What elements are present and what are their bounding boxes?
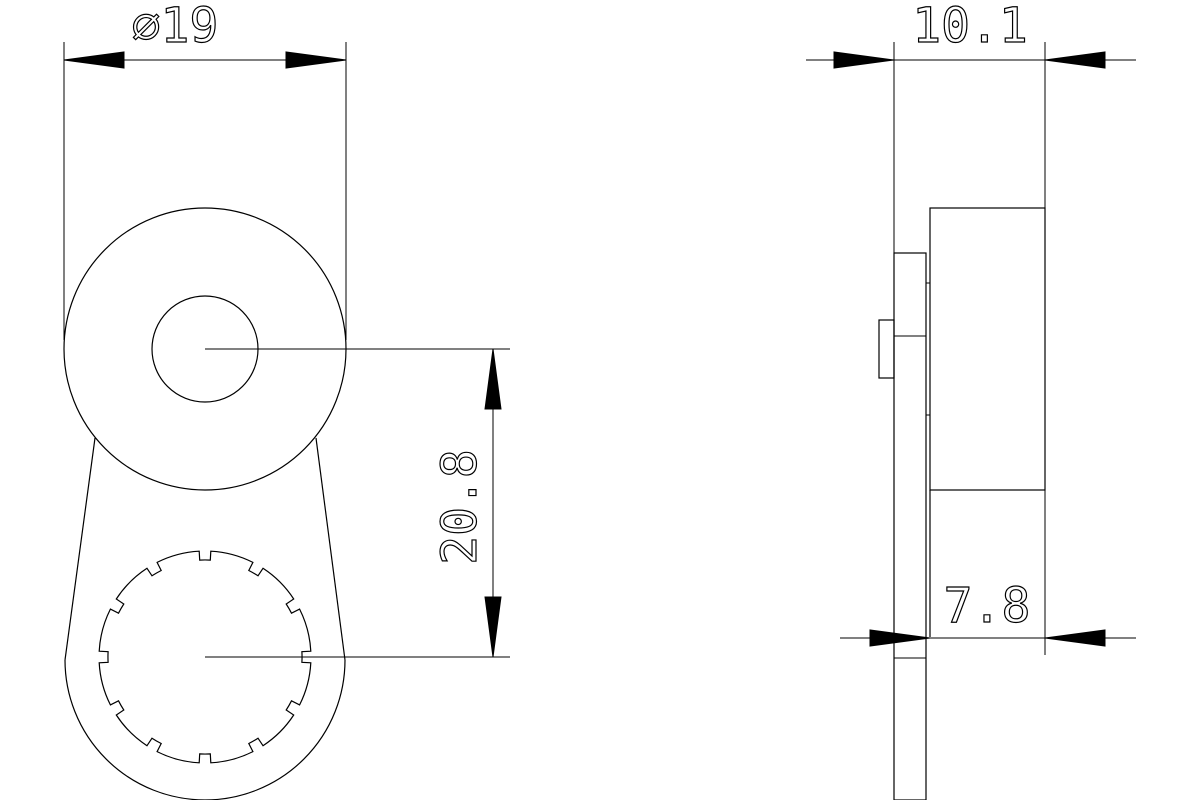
diameter-dimension: ∅19 xyxy=(63,0,347,340)
total-thickness-label: 10.1 xyxy=(912,0,1028,54)
body-thickness-dimension: 7.8 xyxy=(840,490,1136,655)
center-distance-dimension: 20.8 xyxy=(431,348,502,658)
arm-bottom-arc xyxy=(64,659,346,800)
arrowhead xyxy=(285,51,347,69)
total-thickness-dimension: 10.1 xyxy=(806,0,1136,253)
plate-outline xyxy=(893,252,927,800)
hub-body xyxy=(929,207,1046,491)
arrowhead xyxy=(1044,51,1106,69)
boss xyxy=(878,319,895,379)
body-thickness-label: 7.8 xyxy=(944,578,1031,634)
side-view xyxy=(878,207,1046,800)
arrowhead xyxy=(63,51,125,69)
center-distance-label: 20.8 xyxy=(432,449,488,565)
arm-left-edge xyxy=(64,437,96,661)
arm-right-edge xyxy=(315,437,346,661)
diameter-label: ∅19 xyxy=(132,0,219,54)
arrowhead xyxy=(1044,629,1106,647)
spline-bore xyxy=(98,550,312,764)
arrowhead xyxy=(833,51,895,69)
arrowhead xyxy=(869,629,931,647)
arrowhead xyxy=(484,596,502,658)
arrowhead xyxy=(484,348,502,410)
